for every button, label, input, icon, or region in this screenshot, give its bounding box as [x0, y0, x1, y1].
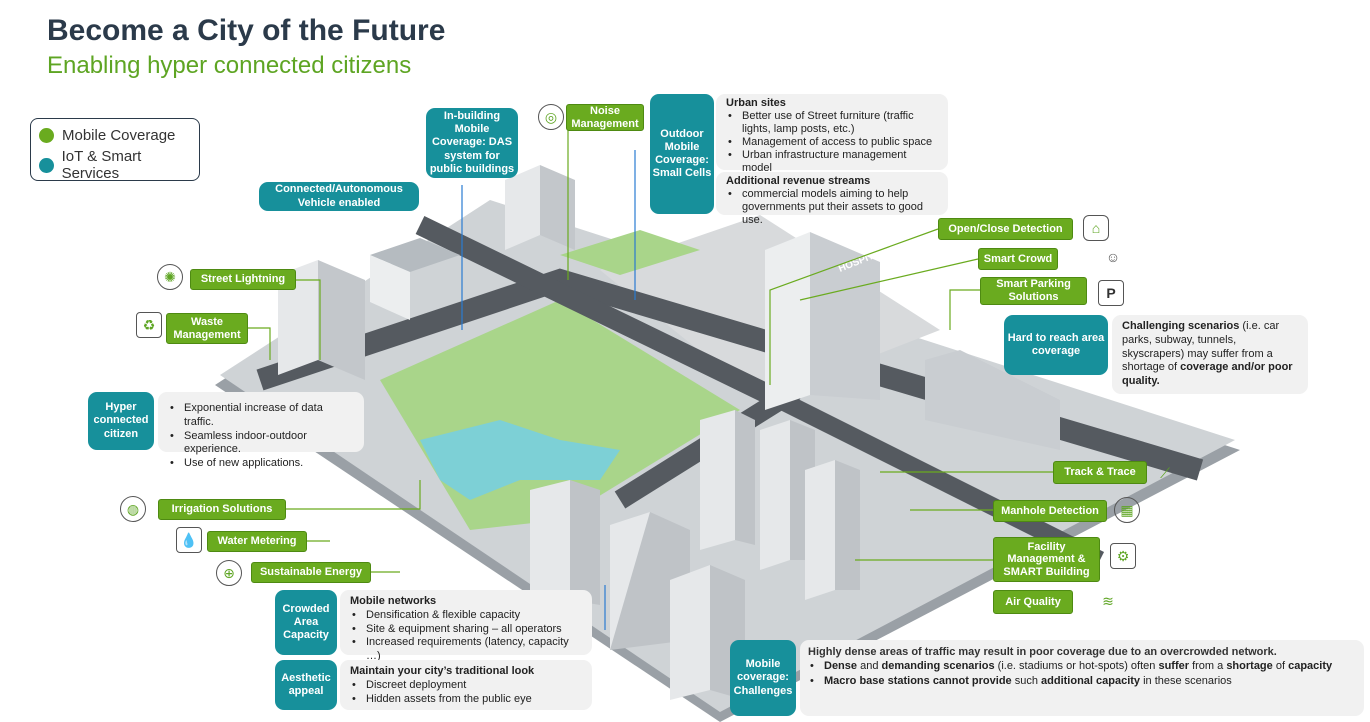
label-smart-parking: Smart Parking Solutions — [980, 277, 1087, 305]
label-outdoor-coverage: Outdoor Mobile Coverage: Small Cells — [650, 94, 714, 214]
smart-building-icon: ⚙ — [1110, 543, 1136, 569]
label-air-quality: Air Quality — [993, 590, 1073, 614]
bullet: Dense and demanding scenarios (i.e. stad… — [808, 659, 1356, 674]
crowd-icon: ☺ — [1105, 249, 1121, 265]
label-street-lightning: Street Lightning — [190, 269, 296, 290]
road-east — [775, 391, 1105, 569]
teal-dot-icon — [39, 157, 54, 173]
green-dot-icon — [39, 128, 54, 143]
bullet: Use of new applications. — [168, 457, 354, 471]
green-connector-lines — [246, 130, 1055, 573]
label-manhole-detection: Manhole Detection — [993, 500, 1107, 522]
bullet: commercial models aiming to help governm… — [726, 188, 938, 227]
label-hard-to-reach: Hard to reach area coverage — [1004, 315, 1108, 375]
bullet: Macro base stations cannot provide such … — [808, 674, 1356, 689]
page-subtitle: Enabling hyper connected citizens — [47, 52, 412, 79]
t: and — [857, 660, 882, 673]
track-graph-icon: ⟋ — [1160, 464, 1170, 481]
legend-label: IoT & Smart Services — [61, 148, 142, 182]
label-smart-crowd: Smart Crowd — [978, 248, 1058, 270]
label-challenges: Mobile coverage: Challenges — [730, 640, 796, 716]
label-sustainable-energy: Sustainable Energy — [251, 562, 371, 583]
recycle-bin-icon: ♻ — [136, 312, 162, 338]
bullet: Management of access to public space — [726, 136, 938, 149]
bullet: Urban infrastructure management model — [726, 149, 938, 175]
parking-icon: P — [1098, 280, 1124, 306]
bullet: Discreet deployment — [350, 679, 582, 693]
water-meter-icon: 💧 — [176, 527, 202, 553]
t: such — [1011, 674, 1042, 687]
label-track-trace: Track & Trace — [1053, 461, 1147, 484]
bullet: Site & equipment sharing – all operators — [350, 623, 582, 637]
connector-lines — [461, 150, 636, 630]
panel-mobile-networks: Mobile networks Densification & flexible… — [340, 590, 592, 662]
panel-hard-to-reach: Challenging scenarios (i.e. car parks, s… — [1112, 315, 1308, 394]
panel-challenges: Highly dense areas of traffic may result… — [800, 640, 1364, 716]
panel-traditional-look: Maintain your city’s traditional look Di… — [340, 660, 592, 710]
bullet: Densification & flexible capacity — [350, 609, 582, 623]
label-hyper-connected: Hyper connected citizen — [88, 392, 154, 450]
t: in these scenarios — [1140, 674, 1232, 687]
t: Macro base stations cannot provide — [824, 674, 1012, 687]
legend-item-iot: IoT & Smart Services — [39, 148, 199, 182]
label-connected-vehicle: Connected/Autonomous Vehicle enabled — [259, 182, 419, 211]
small-park — [560, 230, 700, 275]
buildings — [278, 165, 1060, 700]
bold-text: Challenging scenarios — [1122, 320, 1240, 332]
label-irrigation-solutions: Irrigation Solutions — [158, 499, 286, 520]
bullet: Exponential increase of data traffic. — [168, 402, 354, 430]
label-crowded-area: Crowded Area Capacity — [275, 590, 337, 655]
door-sensor-icon: ⌂ — [1083, 215, 1109, 241]
label-waste-management: Waste Management — [166, 313, 248, 344]
panel-heading: Maintain your city’s traditional look — [350, 665, 535, 677]
lightbulb-icon: ✺ — [157, 264, 183, 290]
t: shortage — [1226, 660, 1273, 673]
label-aesthetic-appeal: Aesthetic appeal — [275, 660, 337, 710]
globe-energy-icon: ⊕ — [216, 560, 242, 586]
bullet-continued: Increased requirements (latency, capacit… — [350, 636, 582, 664]
bold-text: coverage and/or poor quality. — [1122, 361, 1293, 387]
panel-hyper-connected: Exponential increase of data traffic.Sea… — [158, 392, 364, 471]
label-water-metering: Water Metering — [207, 531, 307, 552]
label-open-close-detection: Open/Close Detection — [938, 218, 1073, 240]
air-quality-icon: ≋ — [1102, 592, 1114, 609]
bullet: Seamless indoor-outdoor experience. — [168, 430, 354, 458]
label-in-building-coverage: In-building Mobile Coverage: DAS system … — [426, 108, 518, 178]
panel-heading: Mobile networks — [350, 595, 437, 607]
panel-urban-sites: Urban sites Better use of Street furnitu… — [716, 94, 948, 174]
t: (i.e. stadiums or hot-spots) often — [994, 660, 1159, 673]
t: capacity — [1288, 660, 1333, 673]
bullet: Hidden assets from the public eye — [350, 693, 582, 707]
bullet: Better use of Street furniture (traffic … — [726, 110, 938, 136]
t: Dense — [824, 660, 858, 673]
manhole-icon: ▦ — [1114, 497, 1140, 523]
intro-text: Highly dense areas of traffic may result… — [808, 646, 1277, 658]
panel-revenue-streams: Additional revenue streams commercial mo… — [716, 172, 948, 226]
t: from a — [1189, 660, 1227, 673]
label-facility-management: Facility Management & SMART Building — [993, 537, 1100, 582]
text: (i.e. car parks, subway, tunnels, skyscr… — [1122, 320, 1280, 374]
t: of — [1272, 660, 1289, 673]
t: suffer — [1158, 660, 1190, 673]
legend: Mobile Coverage IoT & Smart Services — [30, 118, 200, 182]
page-title: Become a City of the Future — [47, 14, 446, 47]
panel-heading: Additional revenue streams — [726, 175, 871, 187]
panel-heading: Urban sites — [726, 97, 786, 109]
legend-label: Mobile Coverage — [62, 127, 176, 144]
t: demanding scenarios — [881, 660, 995, 673]
irrigation-valve-icon: ◍ — [120, 496, 146, 522]
legend-item-mobile: Mobile Coverage — [39, 127, 199, 144]
t: additional capacity — [1041, 674, 1141, 687]
noise-icon: ◎ — [538, 104, 564, 130]
label-noise-management: Noise Management — [566, 104, 644, 131]
